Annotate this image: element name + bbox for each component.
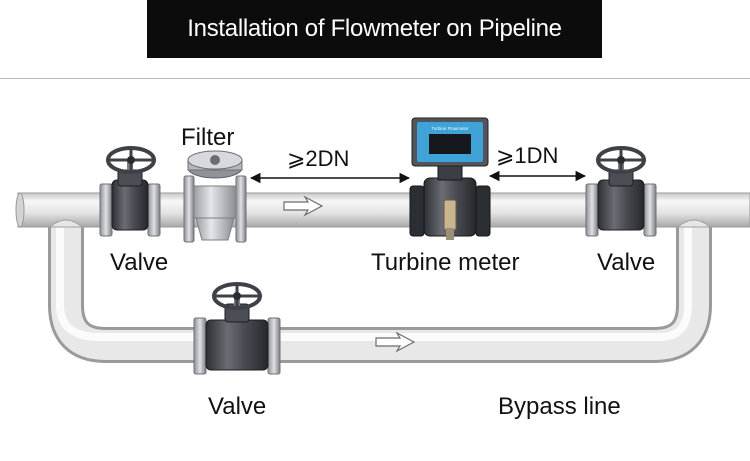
valve-right <box>585 146 657 237</box>
divider-line <box>0 78 750 79</box>
handwheel-icon <box>212 282 262 310</box>
valve-bypass <box>193 282 281 375</box>
filter-label: Filter <box>181 124 235 151</box>
meter-display-caption: Turbine Flowmeter <box>431 126 469 131</box>
valve-left <box>99 146 161 237</box>
handwheel-icon <box>596 146 646 174</box>
upstream-distance-label: ⩾2DN <box>287 146 350 171</box>
valve-left-label: Valve <box>110 249 169 276</box>
title-banner: Installation of Flowmeter on Pipeline <box>147 0 602 58</box>
flow-arrow-icon <box>283 195 324 217</box>
valve-bypass-label: Valve <box>208 393 267 420</box>
filter <box>183 150 247 243</box>
turbine-meter: Turbine Flowmeter <box>409 117 491 240</box>
downstream-distance-label: ⩾1DN <box>496 143 559 168</box>
page-title: Installation of Flowmeter on Pipeline <box>187 15 562 42</box>
tee-left <box>48 219 84 228</box>
valve-right-label: Valve <box>597 249 656 276</box>
tee-right <box>676 219 712 228</box>
flow-arrow-icon <box>375 331 416 353</box>
bypass-line-label: Bypass line <box>498 393 621 420</box>
handwheel-icon <box>106 146 156 174</box>
turbine-meter-label: Turbine meter <box>371 249 520 276</box>
